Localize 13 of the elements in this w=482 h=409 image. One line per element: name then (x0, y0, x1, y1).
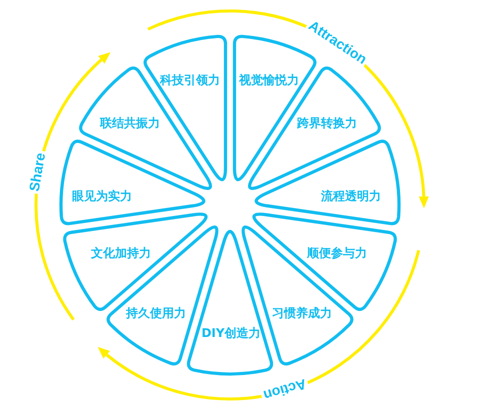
segment-label: 科技引领力 (160, 73, 220, 87)
segment-label: 文化加持力 (91, 246, 151, 260)
segment-label: 习惯养成力 (272, 306, 332, 320)
citrus-segment (254, 137, 401, 227)
segment-label: 跨界转换力 (297, 116, 357, 130)
citrus-segment (59, 137, 206, 227)
segment-label: 持久使用力 (126, 306, 186, 320)
segment-label: 顺便参与力 (307, 246, 367, 260)
segment-label: 联结共振力 (100, 116, 160, 130)
segment-label: DIY创造力 (201, 326, 261, 340)
segment-label: 视觉愉悦力 (239, 73, 299, 87)
segment-label: 流程透明力 (321, 189, 381, 203)
segment-label: 眼见为实力 (72, 189, 132, 203)
